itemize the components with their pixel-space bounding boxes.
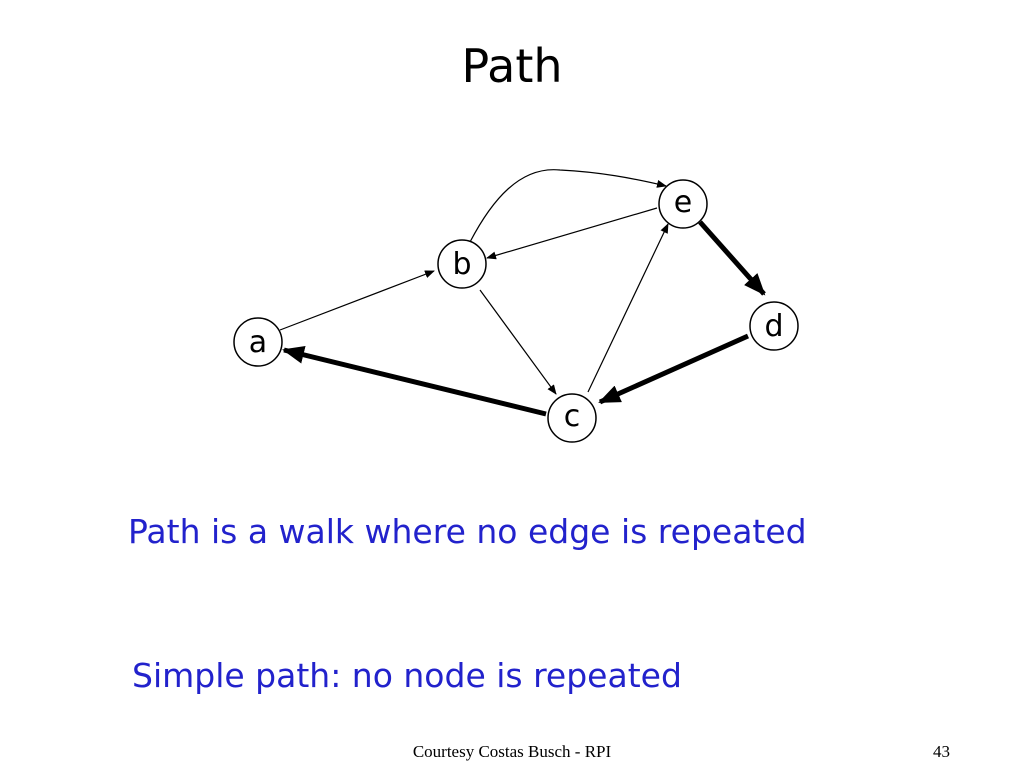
node-b-label: b — [452, 247, 471, 282]
edge-b-c — [479, 289, 557, 395]
edge-b-e-curved — [469, 169, 667, 243]
edge-a-b — [279, 270, 435, 331]
edge-c-e — [587, 223, 669, 393]
node-a: a — [233, 317, 283, 367]
node-d-label: d — [764, 309, 783, 344]
node-c-label: c — [564, 399, 581, 434]
edge-e-d-bold — [698, 220, 766, 296]
page-number: 43 — [933, 742, 950, 761]
slide-title: Path — [461, 39, 563, 93]
node-d: d — [749, 301, 799, 351]
node-a-label: a — [249, 325, 267, 360]
node-e: e — [658, 179, 708, 229]
footer-credit: Courtesy Costas Busch - RPI — [412, 742, 612, 761]
simple-path-definition-text: Simple path: no node is repeated — [132, 656, 682, 695]
node-b: b — [437, 239, 487, 289]
edge-d-c-bold — [598, 333, 750, 405]
node-e-label: e — [674, 185, 692, 220]
node-c: c — [547, 393, 597, 443]
path-definition-text: Path is a walk where no edge is repeated — [128, 512, 807, 551]
edge-e-b — [486, 207, 658, 260]
edge-c-a-bold — [282, 346, 547, 417]
